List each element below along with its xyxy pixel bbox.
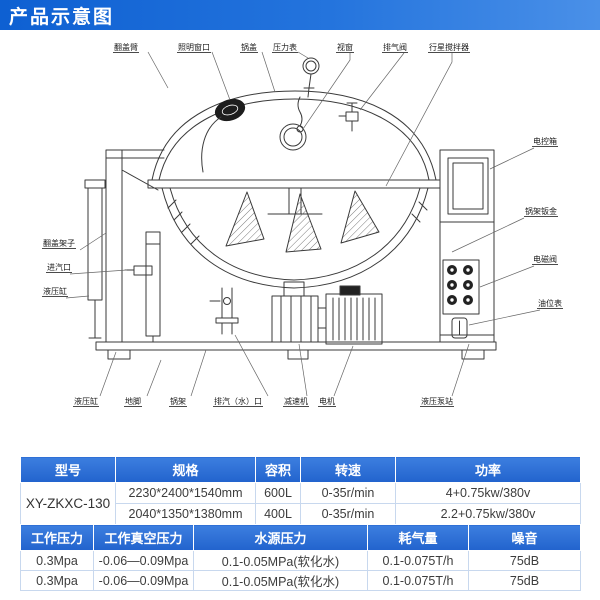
params-table: 工作压力 工作真空压力 水源压力 耗气量 噪音 0.3Mpa -0.06—0.0…	[20, 524, 581, 591]
col-volume: 容积	[255, 456, 301, 483]
col-power: 功率	[395, 456, 581, 483]
spec-tables: 型号 规格 容积 转速 功率 XY-ZKXC-130 2230*2400*154…	[20, 456, 581, 591]
callout-frame-sheetmetal: 锅架钣金	[524, 207, 558, 218]
col-working-pressure: 工作压力	[20, 524, 94, 551]
air-consumption-value: 0.1-0.075T/h	[367, 550, 469, 571]
col-water-pressure: 水源压力	[193, 524, 368, 551]
col-vacuum-pressure: 工作真空压力	[93, 524, 194, 551]
volume-value: 600L	[255, 482, 301, 504]
col-size: 规格	[115, 456, 256, 483]
noise-value: 75dB	[468, 550, 581, 571]
params-header-row: 工作压力 工作真空压力 水源压力 耗气量 噪音	[20, 524, 581, 551]
air-consumption-value: 0.1-0.075T/h	[367, 570, 469, 591]
working-pressure-value: 0.3Mpa	[20, 550, 94, 571]
speed-value: 0-35r/min	[300, 482, 396, 504]
callout-sight-window: 视窗	[336, 43, 354, 54]
page-title: 产品示意图	[9, 6, 115, 28]
callout-lid-arm: 翻盖臂	[113, 43, 139, 54]
vacuum-pressure-value: -0.06—0.09Mpa	[93, 570, 194, 591]
volume-value: 400L	[255, 503, 301, 525]
power-value: 2.2+0.75kw/380v	[395, 503, 581, 525]
callout-pot-lid: 锅盖	[240, 43, 258, 54]
callout-speed-reducer: 减速机	[283, 397, 309, 408]
col-model: 型号	[20, 456, 116, 483]
model-value: XY-ZKXC-130	[20, 482, 116, 525]
callout-pot-frame: 锅架	[169, 397, 187, 408]
speed-value: 0-35r/min	[300, 503, 396, 525]
power-value: 4+0.75kw/380v	[395, 482, 581, 504]
callout-foot: 地脚	[124, 397, 142, 408]
vacuum-pressure-value: -0.06—0.09Mpa	[93, 550, 194, 571]
water-pressure-value: 0.1-0.05MPa(软化水)	[193, 550, 368, 571]
noise-value: 75dB	[468, 570, 581, 591]
callout-drain-outlet: 排汽（水）口	[213, 397, 263, 408]
callout-hydraulic-station: 液压泵站	[420, 397, 454, 408]
callout-lighting-window: 照明窗口	[177, 43, 211, 54]
callout-hydraulic-cyl-b: 液压缸	[73, 397, 99, 408]
spec-table: 型号 规格 容积 转速 功率 XY-ZKXC-130 2230*2400*154…	[20, 456, 581, 525]
callout-planetary-mixer: 行星搅拌器	[428, 43, 470, 54]
spec-header-row: 型号 规格 容积 转速 功率	[20, 456, 581, 483]
size-value: 2040*1350*1380mm	[115, 503, 256, 525]
callout-pressure-gauge: 压力表	[272, 43, 298, 54]
water-pressure-value: 0.1-0.05MPa(软化水)	[193, 570, 368, 591]
spec-row: XY-ZKXC-130 2230*2400*1540mm 600L 0-35r/…	[20, 482, 581, 525]
size-value: 2230*2400*1540mm	[115, 482, 256, 504]
params-row: 0.3Mpa -0.06—0.09Mpa 0.1-0.05MPa(软化水) 0.…	[20, 570, 581, 591]
callout-control-box: 电控箱	[532, 137, 558, 148]
callout-exhaust-valve: 排气阀	[382, 43, 408, 54]
working-pressure-value: 0.3Mpa	[20, 570, 94, 591]
callout-solenoid-valve: 电磁阀	[532, 255, 558, 266]
callout-hydraulic-cyl-l: 液压缸	[42, 287, 68, 298]
title-banner: 产品示意图	[0, 0, 600, 30]
spec-row: 2040*1350*1380mm 400L 0-35r/min 2.2+0.75…	[21, 503, 581, 525]
callout-steam-inlet: 进汽口	[46, 263, 72, 274]
params-row: 0.3Mpa -0.06—0.09Mpa 0.1-0.05MPa(软化水) 0.…	[20, 550, 581, 571]
col-noise: 噪音	[468, 524, 581, 551]
callout-oil-level-gauge: 油位表	[537, 299, 563, 310]
col-air-consumption: 耗气量	[367, 524, 469, 551]
callout-lid-frame: 翻盖架子	[42, 239, 76, 250]
col-speed: 转速	[300, 456, 396, 483]
callout-motor: 电机	[318, 397, 336, 408]
